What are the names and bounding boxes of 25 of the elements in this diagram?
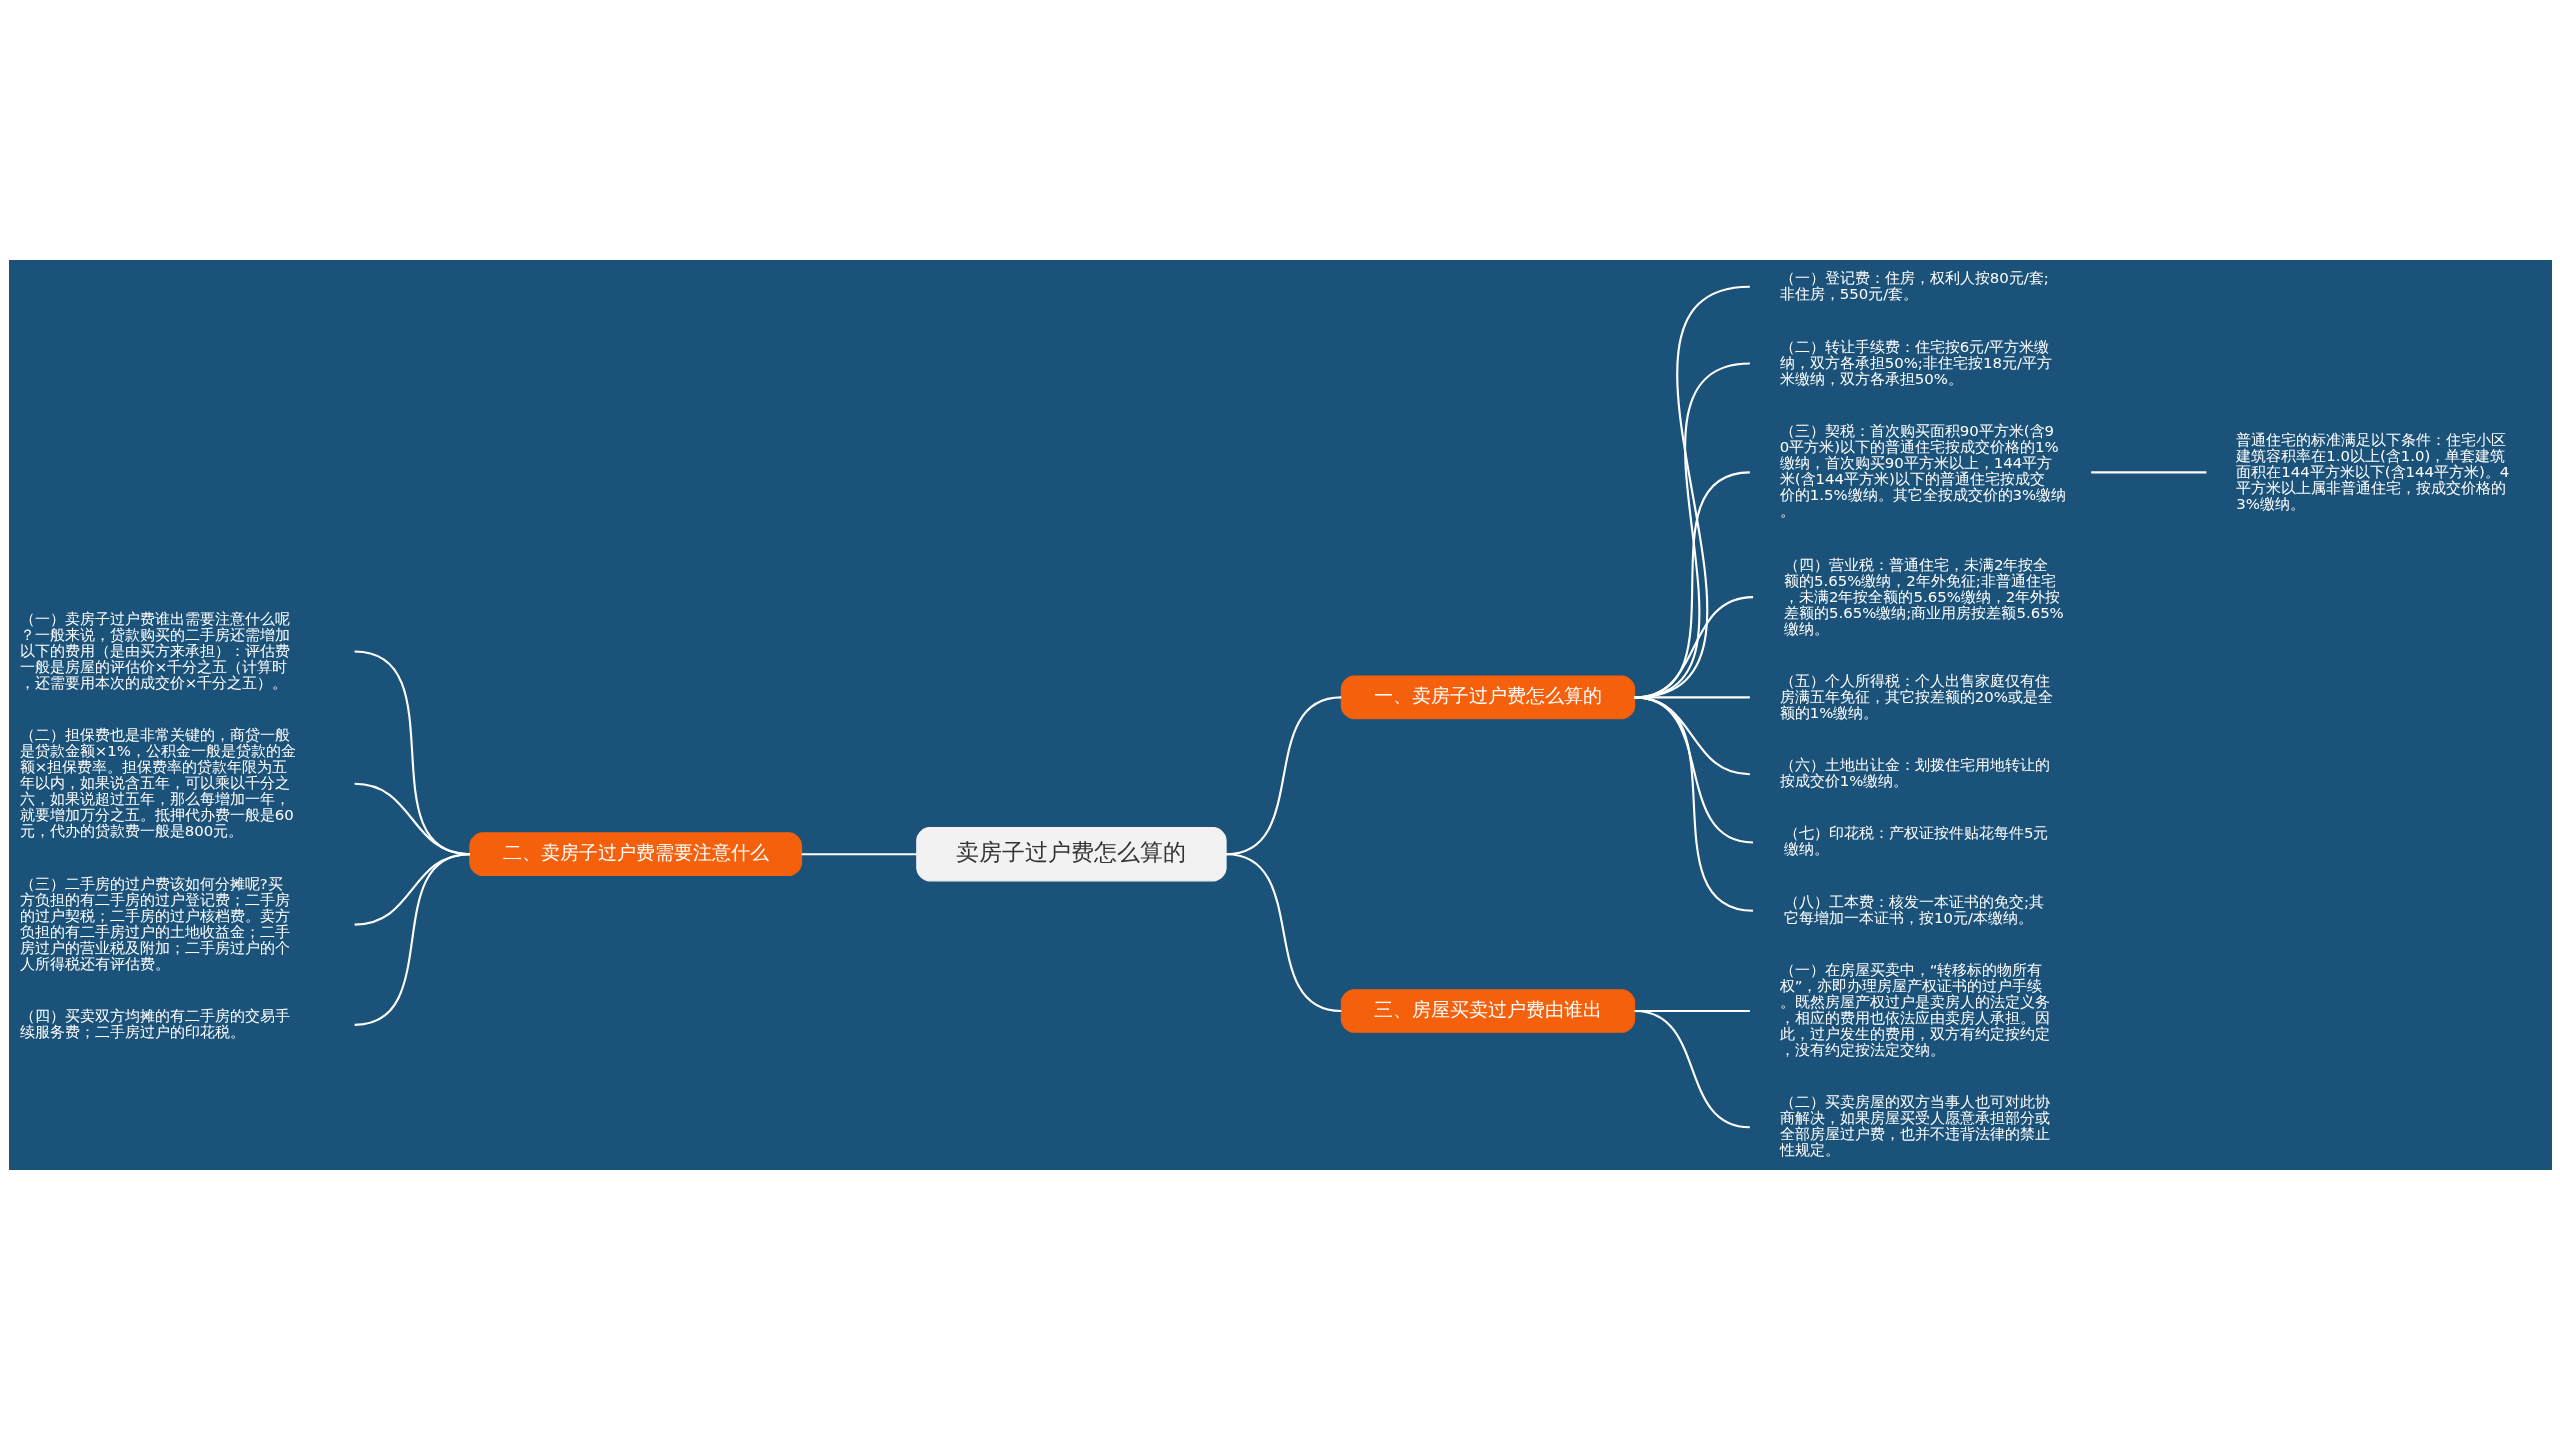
node-box: 一、卖房子过户费怎么算的 (1340, 675, 1635, 720)
node-text: （一）在房屋买卖中，“转移标的物所有权”，亦即办理房屋产权证书的过户手续。既然房屋产权过户是卖房人的法定义务，相应的费用也依法应由卖房人承担。因此，过户发生的费用，双方有约定按约定，没有约定按法定交纳。 (1779, 960, 2050, 1059)
node-text: （六）土地出让金：划拨住宅用地转让的按成交价1%缴纳。 (1779, 756, 2050, 791)
node-text: （四）营业税：普通住宅，未满2年按全额的5.65%缴纳，2年外免征;非普通住宅，未满2年按全额的5.65%缴纳，2年外按差额的5.65%缴纳;商业用房按差额5.65%缴纳。 (1783, 555, 2064, 638)
node-text: （五）个人所得税：个人出售家庭仅有住房满五年免征，其它按差额的20%或是全额的1%缴纳。 (1779, 671, 2053, 722)
node-text: （二）担保费也是非常关键的，商贷一般是贷款金额×1%，公积金一般是贷款的金额×担保费率。担保费率的贷款年限为五年以内，如果说含五年，可以乘以千分之六，如果说超过五年，那么每增加一年，就要增加万分之五。抵押代办费一般是60元，代办的贷款费一般是800元。 (19, 726, 296, 841)
node-text: （八）工本费：核发一本证书的免交;其它每增加一本证书，按10元/本缴纳。 (1783, 892, 2044, 927)
node-text: （四）买卖双方均摊的有二手房的交易手续服务费；二手房过户的印花税。 (19, 1006, 290, 1041)
node-box: 卖房子过户费怎么算的 (915, 827, 1227, 882)
node-text: （二）转让手续费：住宅按6元/平方米缴纳，双方各承担50%;非住宅按18元/平方米缴纳，双方各承担50%。 (1779, 338, 2052, 388)
node-text: （二）买卖房屋的双方当事人也可对此协商解决，如果房屋买受人愿意承担部分或全部房屋过户费，也并不违背法律的禁止性规定。 (1779, 1093, 2050, 1160)
connector (1634, 1009, 1750, 1129)
connector (1225, 853, 1341, 1013)
node-text: （一）卖房子过户费谁出需要注意什么呢？一般来说，贷款购买的二手房还需增加以下的费用（是由买方来承担）：评估费一般是房屋的评估价×千分之五（计算时，还需要用本次的成交价×千分之五）。 (19, 610, 290, 693)
node-text: （三）二手房的过户费该如何分摊呢?买方负担的有二手房的过户登记费；二手房的过户契税；二手房的过户核档费。卖方负担的有二手房过户的土地收益金；二手房过户的营业税及附加；二手房过户的个人所得税还有评估费。 (19, 874, 290, 973)
connector (801, 853, 917, 856)
connector (2090, 471, 2206, 474)
node-text: （七）印花税：产权证按件贴花每件5元缴纳。 (1783, 824, 2048, 859)
node-box: 二、卖房子过户费需要注意什么 (468, 832, 802, 877)
node-text: （一）登记费：住房，权利人按80元/套;非住房，550元/套。 (1779, 268, 2049, 303)
node-text: （三）契税：首次购买面积90平方米(含90平方米)以下的普通住宅按成交价格的1%缴纳，首次购买90平方米以上，144平方米(含144平方米)以下的普通住宅按成交价的1.5%缴纳。其它全按成交价的3%缴纳。 (1779, 422, 2066, 521)
connector (353, 853, 470, 1026)
node-box: 三、房屋买卖过户费由谁出 (1340, 989, 1635, 1033)
node-text: 普通住宅的标准满足以下条件：住宅小区建筑容积率在1.0以上(含1.0)，单套建筑面积在144平方米以下(含144平方米)。4平方米以上属非普通住宅，按成交价格的3%缴纳。 (2235, 430, 2509, 513)
connector (1633, 696, 1753, 912)
